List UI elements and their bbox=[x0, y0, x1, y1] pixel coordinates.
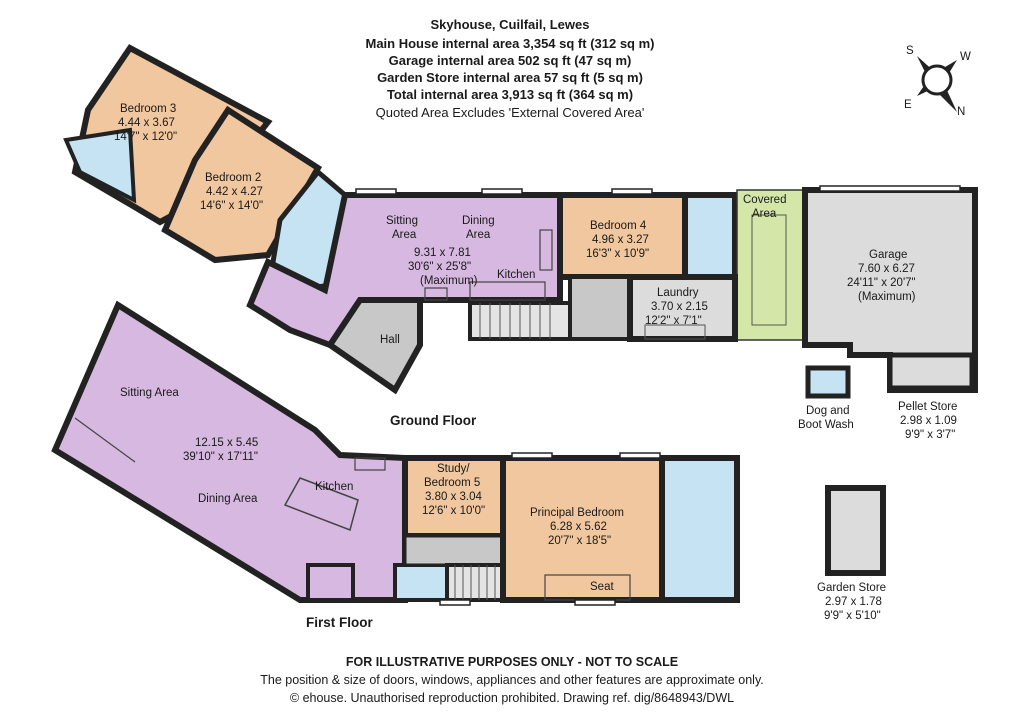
first-sitting-label: Sitting Area bbox=[120, 387, 179, 399]
total-area: Total internal area 3,913 sq ft (364 sq … bbox=[386, 87, 634, 102]
sitting-label-2: Area bbox=[392, 229, 417, 241]
laundry-name: Laundry bbox=[657, 287, 699, 299]
garage-area: Garage internal area 502 sq ft (47 sq m) bbox=[388, 53, 632, 68]
study-label-1: Study/ bbox=[437, 463, 470, 475]
covered-label-2: Area bbox=[752, 208, 777, 220]
principal-imperial: 20'7" x 18'5" bbox=[548, 535, 611, 547]
first-open-metric: 12.15 x 5.45 bbox=[195, 437, 258, 449]
ground-kitchen-label: Kitchen bbox=[497, 269, 535, 281]
disclaimer-heading: FOR ILLUSTRATIVE PURPOSES ONLY - NOT TO … bbox=[345, 655, 679, 669]
laundry-imperial: 12'2" x 7'1" bbox=[645, 315, 702, 327]
dining-label-2: Area bbox=[466, 229, 491, 241]
garden-store-imperial: 9'9" x 5'10" bbox=[824, 610, 881, 622]
sitting-label-1: Sitting bbox=[386, 215, 418, 227]
first-floor-label: First Floor bbox=[306, 615, 373, 630]
first-dining-label: Dining Area bbox=[198, 493, 258, 505]
hall-name: Hall bbox=[380, 334, 400, 346]
bedroom-3-imperial: 14'7" x 12'0" bbox=[114, 131, 177, 143]
first-floor-plan: Sitting Area 12.15 x 5.45 39'10" x 17'11… bbox=[51, 300, 740, 630]
bedroom-4-name: Bedroom 4 bbox=[590, 220, 647, 232]
dog-boot-1: Dog and bbox=[806, 405, 849, 417]
garden-store-plan: Garden Store 2.97 x 1.78 9'9" x 5'10" bbox=[817, 485, 886, 622]
garden-store-area bbox=[825, 485, 886, 576]
bedroom-2-metric: 4.42 x 4.27 bbox=[206, 186, 263, 198]
ground-living-metric: 9.31 x 7.81 bbox=[414, 247, 471, 259]
garden-store-name: Garden Store bbox=[817, 582, 886, 594]
ensuite-3 bbox=[63, 127, 137, 204]
principal-ensuite bbox=[659, 455, 740, 603]
bedroom-2-imperial: 14'6" x 14'0" bbox=[200, 200, 263, 212]
ground-floor-plan: Bedroom 3 4.44 x 3.67 14'7" x 12'0" Bedr… bbox=[63, 44, 978, 441]
bedroom-4-imperial: 16'3" x 10'9" bbox=[586, 248, 649, 260]
compass-s: S bbox=[906, 45, 914, 57]
dining-label-1: Dining bbox=[462, 215, 495, 227]
main-house-area: Main House internal area 3,354 sq ft (31… bbox=[365, 36, 655, 51]
ground-living-qualifier: (Maximum) bbox=[420, 275, 478, 287]
dog-boot-2: Boot Wash bbox=[798, 419, 854, 431]
bedroom-2-name: Bedroom 2 bbox=[205, 172, 261, 184]
hall-area bbox=[325, 297, 423, 395]
garage-imperial: 24'11" x 20'7" bbox=[847, 277, 916, 289]
study-imperial: 12'6" x 10'0" bbox=[422, 505, 485, 517]
pellet-store-area bbox=[887, 352, 975, 391]
bedroom-3-name: Bedroom 3 bbox=[120, 103, 176, 115]
garden-store-metric: 2.97 x 1.78 bbox=[825, 596, 882, 608]
ground-living-imperial: 30'6" x 25'8" bbox=[408, 261, 471, 273]
first-open-imperial: 39'10" x 17'11" bbox=[183, 451, 258, 463]
bedroom-3-metric: 4.44 x 3.67 bbox=[118, 117, 175, 129]
pellet-imperial: 9'9" x 3'7" bbox=[905, 429, 955, 441]
ground-landing bbox=[568, 275, 632, 341]
bedroom-4-metric: 4.96 x 3.27 bbox=[592, 234, 649, 246]
compass-n: N bbox=[957, 106, 965, 118]
first-wc bbox=[393, 563, 449, 602]
garage-metric: 7.60 x 6.27 bbox=[858, 263, 915, 275]
first-kitchen-label: Kitchen bbox=[315, 481, 353, 493]
covered-label-1: Covered bbox=[743, 194, 786, 206]
compass-icon: S W E N bbox=[904, 45, 971, 118]
disclaimer-text: The position & size of doors, windows, a… bbox=[260, 673, 764, 687]
garden-store-area: Garden Store internal area 57 sq ft (5 s… bbox=[377, 70, 643, 85]
study-label-2: Bedroom 5 bbox=[424, 477, 480, 489]
principal-seat: Seat bbox=[590, 581, 614, 593]
study-metric: 3.80 x 3.04 bbox=[425, 491, 483, 503]
compass-e: E bbox=[904, 99, 912, 111]
principal-metric: 6.28 x 5.62 bbox=[550, 521, 607, 533]
principal-name: Principal Bedroom bbox=[530, 507, 624, 519]
laundry-metric: 3.70 x 2.15 bbox=[651, 301, 708, 313]
copyright-text: © ehouse. Unauthorised reproduction proh… bbox=[289, 691, 735, 705]
laundry-area bbox=[627, 274, 738, 342]
dog-boot-wash-area bbox=[805, 365, 851, 399]
first-store bbox=[306, 563, 355, 602]
plan-title: Skyhouse, Cuilfail, Lewes bbox=[430, 17, 590, 32]
first-stairs bbox=[445, 563, 505, 602]
pellet-metric: 2.98 x 1.09 bbox=[900, 415, 957, 427]
first-landing bbox=[403, 534, 505, 567]
bedroom-4-area bbox=[557, 192, 688, 280]
ground-floor-label: Ground Floor bbox=[390, 413, 477, 428]
area-note: Quoted Area Excludes 'External Covered A… bbox=[375, 105, 645, 120]
pellet-name: Pellet Store bbox=[898, 401, 957, 413]
ensuite-4 bbox=[682, 192, 738, 280]
compass-w: W bbox=[960, 51, 971, 63]
garage-qualifier: (Maximum) bbox=[858, 291, 916, 303]
garage-name: Garage bbox=[869, 249, 907, 261]
